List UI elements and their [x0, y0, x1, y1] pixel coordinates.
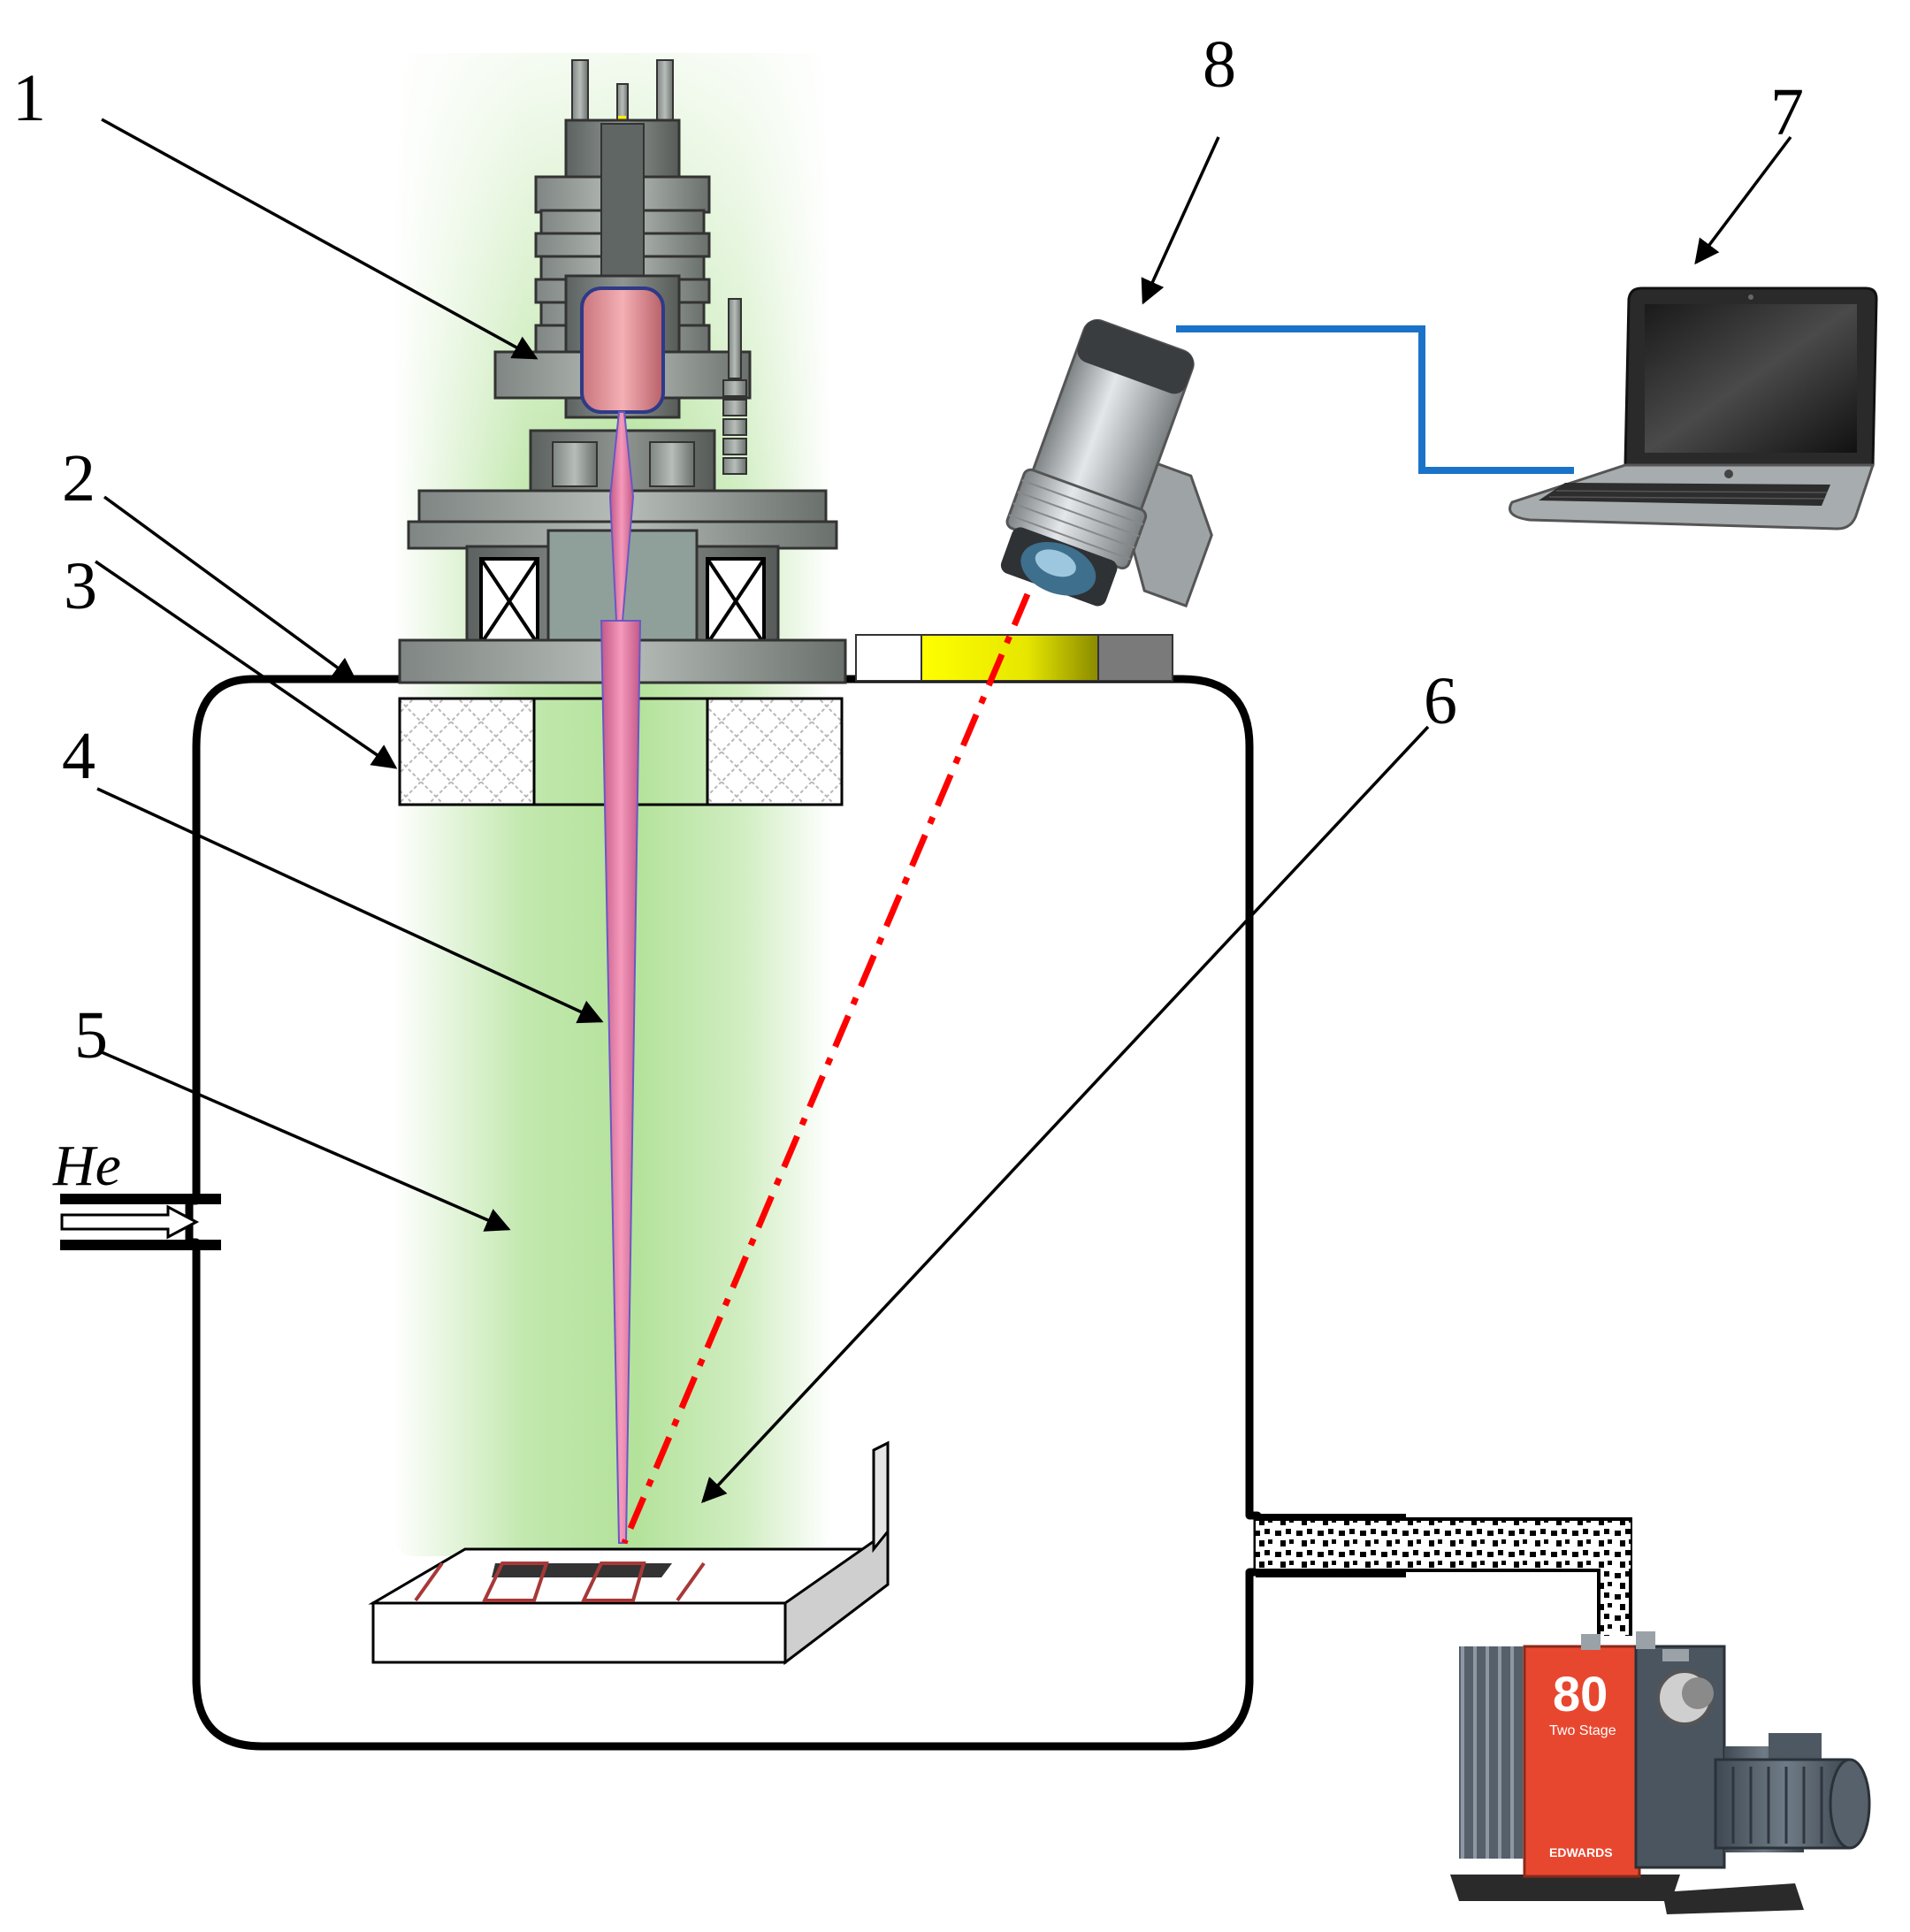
vacuum-chamber: [185, 675, 1262, 1751]
vacuum-pump: 80 Two Stage EDWARDS: [1450, 1631, 1871, 1914]
leader-lines: [95, 118, 1792, 1504]
laptop: [1509, 286, 1878, 531]
pyrometer: [1000, 318, 1213, 608]
label-1-electron-gun: 1: [12, 61, 46, 135]
label-7-laptop: 7: [1770, 75, 1804, 149]
electron-gun: [398, 59, 847, 684]
pump-subtitle: Two Stage: [1549, 1723, 1616, 1738]
sample-holder: [368, 1440, 890, 1666]
vacuum-hose: [1256, 1514, 1632, 1636]
label-3-insulator: 3: [64, 549, 97, 623]
label-6-sample: 6: [1424, 664, 1457, 738]
viewport-window: [855, 634, 1173, 682]
gas-label: He: [52, 1134, 121, 1198]
pump-model: 80: [1553, 1666, 1608, 1722]
electron-beam: [600, 411, 642, 1544]
pyrometer-ray: [621, 592, 1031, 1545]
label-8-pyrometer: 8: [1203, 27, 1236, 102]
helium-inlet: [60, 1194, 221, 1250]
label-2-chamber-wall: 2: [62, 441, 96, 515]
pump-brand: EDWARDS: [1549, 1845, 1613, 1859]
label-5-plasma: 5: [74, 998, 108, 1073]
label-4-electron-beam: 4: [62, 719, 96, 793]
